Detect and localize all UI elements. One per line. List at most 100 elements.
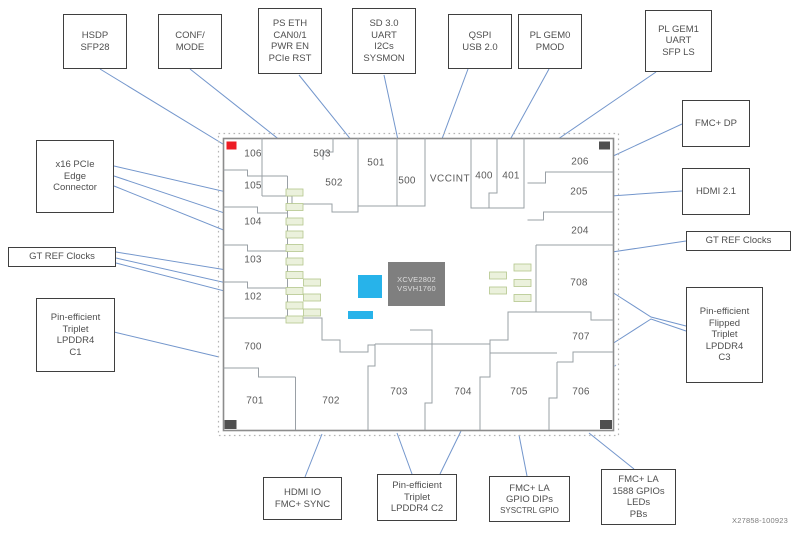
vccint-label: VCCINT	[429, 173, 471, 185]
callout-line: Triplet	[62, 323, 89, 335]
callout-hsdp-sfp28: HSDP SFP28	[63, 14, 127, 69]
callout-line: UART	[371, 29, 397, 41]
gt-quad-block	[285, 257, 304, 266]
callout-ps-eth: PS ETH CAN0/1 PWR EN PCIe RST	[258, 8, 322, 74]
callout-line: Pin-efficient	[392, 480, 442, 492]
bank-label-701: 701	[246, 395, 264, 407]
callout-pcie-edge-connector: x16 PCIe Edge Connector	[36, 140, 114, 213]
bank-label-707: 707	[572, 331, 590, 343]
gt-quad-block	[285, 188, 304, 197]
callout-line: SD 3.0	[369, 18, 399, 29]
cyan-block-small	[348, 311, 373, 319]
cyan-block-large	[358, 275, 382, 298]
gt-quad-block	[513, 279, 532, 287]
callout-line: x16 PCIe	[55, 159, 95, 171]
gt-quad-block	[489, 286, 507, 295]
bank-label-105: 105	[244, 180, 262, 192]
bank-label-706: 706	[572, 386, 590, 398]
callout-line: FMC+ DP	[695, 117, 737, 129]
callout-line: GPIO DIPs	[506, 494, 553, 505]
callout-line: Triplet	[711, 329, 738, 341]
callout-line: MODE	[175, 41, 205, 53]
gt-quad-blocks-right	[489, 263, 532, 302]
gt-quad-block	[285, 244, 304, 252]
callout-line: Triplet	[403, 491, 431, 503]
gt-quad-block	[285, 230, 304, 239]
callout-line: GT REF Clocks	[705, 235, 772, 247]
gt-quad-block	[513, 263, 532, 272]
gt-quad-block	[303, 278, 321, 287]
bank-label-502: 502	[325, 177, 343, 189]
callout-line: LPDDR4	[56, 335, 95, 346]
bank-label-102: 102	[244, 291, 262, 303]
bank-label-400: 400	[475, 170, 493, 182]
callout-fmcla-1588-leds: FMC+ LA 1588 GPIOs LEDs PBs	[601, 469, 676, 525]
callout-line: Edge	[63, 170, 87, 182]
callout-line: CAN0/1	[273, 29, 307, 41]
callout-line: PMOD	[535, 41, 565, 53]
callout-hdmi-io-fmc-sync: HDMI IO FMC+ SYNC	[263, 477, 342, 520]
callout-line: CONF/	[175, 30, 205, 41]
callout-line: PL GEM0	[529, 30, 571, 41]
callout-line: SYSCTRL GPIO	[500, 505, 559, 515]
part-number-line: XCVE2802	[397, 274, 436, 284]
gt-quad-block	[303, 293, 321, 302]
callout-line: USB 2.0	[462, 41, 498, 53]
callout-pl-gem0-pmod: PL GEM0 PMOD	[518, 14, 582, 69]
bank-label-503: 503	[313, 148, 331, 160]
callout-qspi-usb: QSPI USB 2.0	[448, 14, 512, 69]
callout-line: PWR EN	[271, 41, 309, 52]
callout-line: LPDDR4 C2	[390, 503, 444, 515]
bank-label-103: 103	[244, 254, 262, 266]
callout-line: HDMI IO	[284, 487, 321, 498]
figure-id: X27858-100923	[732, 516, 788, 525]
bank-label-206: 206	[571, 156, 589, 168]
callout-sd-uart-sysmon: SD 3.0 UART I2Cs SYSMON	[352, 8, 416, 74]
callout-line: FMC+ SYNC	[274, 498, 331, 510]
bank-label-205: 205	[570, 186, 588, 198]
callout-lpddr4-c1: Pin-efficient Triplet LPDDR4 C1	[36, 298, 115, 372]
callout-line: I2Cs	[374, 41, 394, 52]
die-label-block	[388, 262, 445, 306]
callout-line: PS ETH	[272, 18, 308, 29]
callout-line: Pin-efficient	[50, 312, 101, 323]
callout-line: SFP28	[80, 41, 110, 53]
bank-label-708: 708	[570, 277, 588, 289]
callout-lpddr4-c3: Pin-efficient Flipped Triplet LPDDR4 C3	[686, 287, 763, 383]
package-ball-perimeter	[217, 132, 620, 437]
gt-quad-block	[285, 217, 304, 226]
callout-line: PCIe RST	[268, 52, 312, 64]
part-number-label: XCVE2802 VSVH1760	[388, 262, 445, 306]
bank-boundaries	[223, 138, 614, 430]
bank-label-401: 401	[502, 170, 520, 182]
corner-marker-bottom-left	[224, 420, 237, 429]
callout-gt-ref-clocks-left: GT REF Clocks	[8, 247, 116, 267]
callout-gt-ref-clocks-right: GT REF Clocks	[686, 231, 791, 251]
callout-fmcp-dp: FMC+ DP	[682, 100, 750, 147]
gt-quad-block	[285, 301, 304, 310]
gt-quad-block	[285, 271, 304, 279]
gt-quad-block	[285, 203, 304, 211]
callout-line: UART	[665, 35, 692, 47]
callout-line: SFP LS	[662, 46, 695, 58]
callout-line: C1	[69, 346, 82, 358]
callout-line: C3	[718, 352, 731, 364]
callout-line: SYSMON	[363, 52, 405, 64]
callout-fmcla-gpio-sysctrl: FMC+ LA GPIO DIPs SYSCTRL GPIO	[489, 476, 570, 522]
gt-quad-block	[303, 308, 321, 317]
callout-line: LEDs	[626, 497, 651, 508]
callout-line: PL GEM1	[658, 23, 699, 35]
gt-quad-blocks-left	[285, 188, 321, 324]
callout-hdmi-21: HDMI 2.1	[682, 168, 750, 215]
callout-line: FMC+ LA	[618, 474, 659, 485]
callout-line: FMC+ LA	[509, 482, 550, 494]
callout-line: Connector	[53, 182, 97, 194]
gt-quad-block	[285, 315, 304, 324]
bank-label-705: 705	[510, 386, 528, 398]
bank-label-703: 703	[390, 386, 408, 398]
gt-quad-block	[513, 294, 532, 302]
callout-line: Pin-efficient	[699, 306, 750, 318]
callout-line: 1588 GPIOs	[612, 485, 665, 497]
